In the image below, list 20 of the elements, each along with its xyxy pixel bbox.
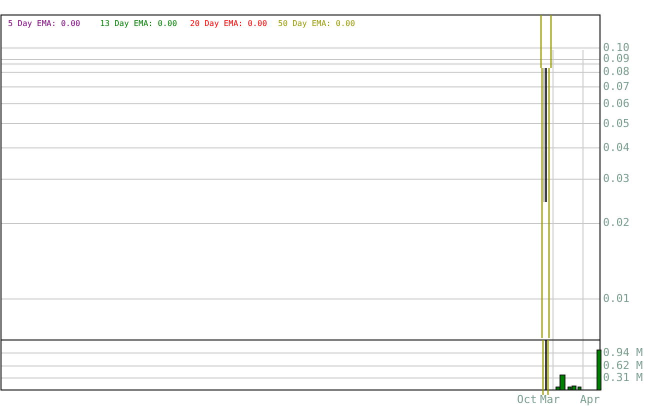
ema-legend-text: 50 Day EMA: 0.00 bbox=[278, 20, 356, 28]
volume-axis-label: 0.94 M bbox=[603, 347, 643, 358]
price-axis-label: 0.01 bbox=[603, 293, 630, 304]
price-axis-label: 0.09 bbox=[603, 53, 630, 64]
price-axis-label: 0.08 bbox=[603, 66, 630, 78]
price-axis-label: 0.02 bbox=[603, 217, 630, 228]
price-axis-label: 0.03 bbox=[603, 173, 630, 184]
volume-axis-label: 0.62 M bbox=[603, 360, 643, 371]
price-axis-label: 0.07 bbox=[603, 80, 630, 92]
price-axis-label: 0.04 bbox=[603, 142, 630, 153]
date-axis-label: Oct bbox=[517, 394, 537, 405]
price-axis-label: 0.06 bbox=[603, 98, 630, 109]
ema-legend-text: 13 Day EMA: 0.00 bbox=[100, 20, 178, 28]
ema-legend-text: 20 Day EMA: 0.00 bbox=[190, 20, 268, 28]
price-axis-label: 0.05 bbox=[603, 118, 630, 129]
ema-legend-text: 5 Day EMA: 0.00 bbox=[8, 20, 80, 28]
volume-axis-label: 0.31 M bbox=[603, 372, 643, 383]
price-axis-label: 0.10 bbox=[603, 42, 630, 53]
date-axis-label: Apr bbox=[580, 394, 600, 405]
date-axis-label: Mar bbox=[540, 394, 560, 405]
